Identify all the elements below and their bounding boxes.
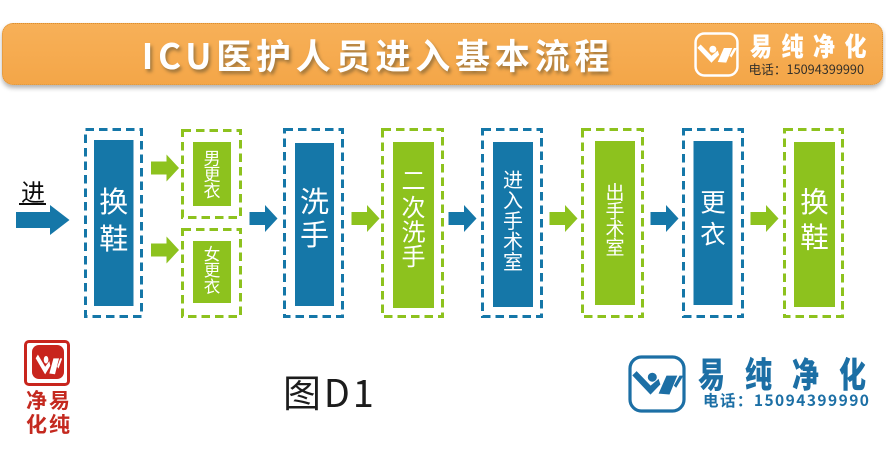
svg-text:洗: 洗 <box>300 179 329 221</box>
svg-text:更: 更 <box>700 183 726 220</box>
svg-text:入: 入 <box>503 184 523 213</box>
svg-text:室: 室 <box>503 246 523 275</box>
svg-text:鞋: 鞋 <box>800 216 829 257</box>
svg-text:手: 手 <box>605 197 624 224</box>
svg-text:二: 二 <box>402 161 426 196</box>
svg-text:室: 室 <box>605 233 624 260</box>
svg-text:手: 手 <box>402 237 426 272</box>
svg-text:女: 女 <box>204 241 221 265</box>
svg-text:次: 次 <box>402 188 426 223</box>
svg-text:衣: 衣 <box>700 215 726 252</box>
svg-text:手: 手 <box>300 212 329 254</box>
svg-text:术: 术 <box>605 215 624 242</box>
svg-text:换: 换 <box>99 179 128 221</box>
svg-text:进: 进 <box>503 164 523 193</box>
svg-text:术: 术 <box>503 225 523 254</box>
svg-text:换: 换 <box>800 180 829 221</box>
svg-text:衣: 衣 <box>204 273 221 297</box>
svg-text:洗: 洗 <box>402 212 426 247</box>
svg-text:男: 男 <box>204 144 221 169</box>
svg-text:衣: 衣 <box>204 177 221 202</box>
svg-text:鞋: 鞋 <box>99 216 128 258</box>
svg-text:手: 手 <box>503 205 523 234</box>
svg-text:出: 出 <box>605 178 624 205</box>
svg-text:更: 更 <box>204 161 221 186</box>
svg-text:更: 更 <box>204 257 221 281</box>
